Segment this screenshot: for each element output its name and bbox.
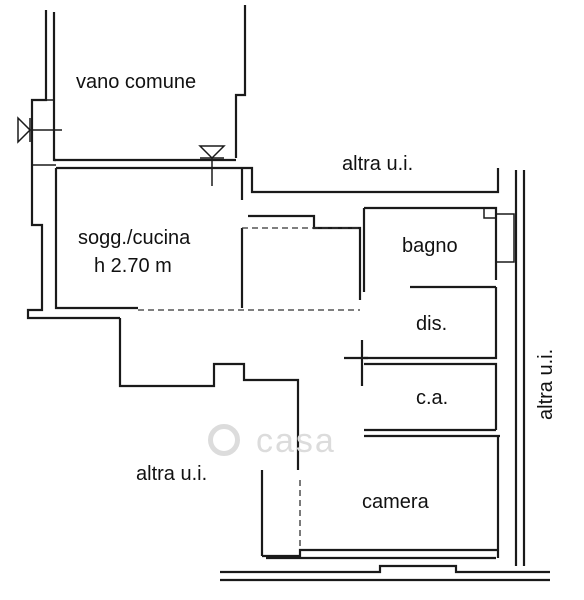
neighbor-label-right: altra u.i. xyxy=(535,348,557,420)
entrance-arrow-left xyxy=(17,116,62,144)
cabina-armadio-walls xyxy=(364,428,500,558)
watermark: casa xyxy=(256,422,336,460)
camera-walls xyxy=(220,470,550,582)
room-label-bagno: bagno xyxy=(402,235,458,257)
neighbor-label-left: altra u.i. xyxy=(136,463,208,485)
room-label-soggiorno-cucina: sogg./cucina xyxy=(78,227,191,249)
room-label-camera: camera xyxy=(362,491,429,513)
room-label-ca: c.a. xyxy=(416,387,449,409)
entrance-arrow-top xyxy=(198,145,226,186)
room-label-vano-comune: vano comune xyxy=(76,71,197,93)
right-boundary-wall xyxy=(514,170,526,566)
disimpegno-walls xyxy=(344,285,498,430)
soggiorno-walls xyxy=(26,168,362,470)
room-label-dis: dis. xyxy=(416,313,448,335)
room-height-label: h 2.70 m xyxy=(94,255,172,277)
watermark-logo-icon xyxy=(208,424,240,456)
bagno-walls xyxy=(362,206,515,292)
neighbor-label-top: altra u.i. xyxy=(342,153,414,175)
vano-comune-walls xyxy=(30,5,500,302)
